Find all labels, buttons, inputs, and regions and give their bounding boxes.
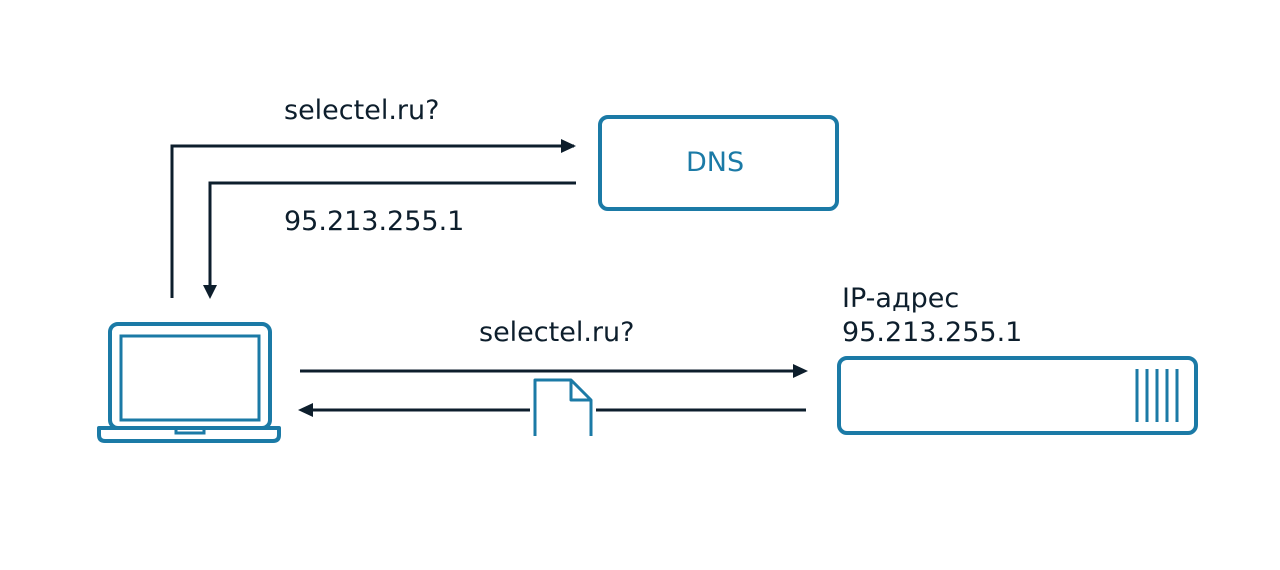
file-icon: [530, 378, 596, 438]
server-ip-value: 95.213.255.1: [842, 317, 1023, 348]
query-arrow-to-dns: [170, 144, 574, 298]
server-icon: [837, 356, 1198, 435]
response-arrow-from-server-head: [298, 403, 313, 417]
server-ip-caption: IP-адрес: [842, 283, 960, 314]
answer-arrow-from-dns-head: [203, 285, 217, 299]
answer-ip-label: 95.213.255.1: [284, 206, 465, 237]
dns-box: [598, 115, 839, 211]
query-label-bottom: selectel.ru?: [479, 317, 635, 348]
laptop-icon: [97, 322, 281, 443]
request-arrow-to-server-head: [793, 364, 808, 378]
query-arrow-to-dns-head: [561, 139, 576, 153]
query-label-top: selectel.ru?: [284, 95, 440, 126]
dns-label: DNS: [686, 147, 745, 178]
answer-arrow-from-dns: [208, 181, 576, 287]
